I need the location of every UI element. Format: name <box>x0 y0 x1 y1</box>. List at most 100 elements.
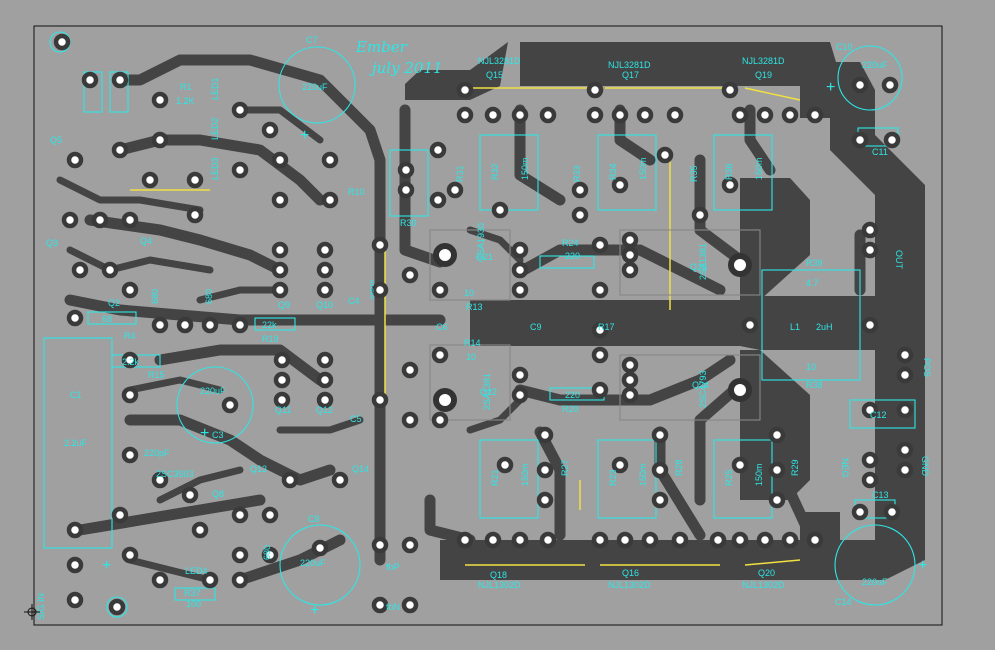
label-q24: Q24 <box>692 380 709 390</box>
pad <box>181 486 199 504</box>
label-r39: R39 <box>806 258 823 268</box>
pad <box>261 121 279 139</box>
pad <box>851 131 869 149</box>
pad <box>896 461 914 479</box>
pad <box>636 106 654 124</box>
label-r12-val: 680 <box>262 545 272 560</box>
pad <box>273 391 291 409</box>
pad <box>397 161 415 179</box>
pad <box>666 106 684 124</box>
label-c7: C7 <box>306 35 318 45</box>
label-r38-val: 10 <box>806 362 816 372</box>
polarity-plus-c8: + <box>310 602 319 619</box>
pad <box>768 426 786 444</box>
label-c5: C5 <box>350 414 362 424</box>
label-q16-part: NJL1302D <box>608 580 651 590</box>
label-fbn: fbN <box>386 602 400 612</box>
capacitor-c3-outline <box>176 366 254 444</box>
label-q16: Q16 <box>622 568 639 578</box>
pad <box>121 546 139 564</box>
pad <box>231 506 249 524</box>
pad <box>851 503 869 521</box>
label-r21: R21 <box>490 469 500 486</box>
label-c13: C13 <box>872 490 889 500</box>
pad <box>591 236 609 254</box>
label-r14-val: 10 <box>466 352 476 362</box>
pad <box>186 171 204 189</box>
component-pads <box>53 33 914 616</box>
pad <box>806 531 824 549</box>
pad <box>881 76 899 94</box>
pad <box>321 151 339 169</box>
pad <box>539 106 557 124</box>
label-q3: Q3 <box>46 238 58 248</box>
pad <box>861 221 879 239</box>
pad <box>896 441 914 459</box>
label-r13-val: 10 <box>464 288 474 298</box>
label-q24-part: 2SC4793 <box>698 370 708 408</box>
pad <box>66 521 84 539</box>
capacitor-c1-outline <box>43 337 113 549</box>
pad <box>271 261 289 279</box>
label-jumper: JUMPER <box>370 279 376 300</box>
pad <box>621 371 639 389</box>
pad <box>121 211 139 229</box>
label-r34: R34 <box>608 163 618 180</box>
pad <box>271 281 289 299</box>
pad <box>371 391 389 409</box>
label-r24-val: 220 <box>565 251 580 261</box>
label-q18: Q18 <box>490 570 507 580</box>
label-q20: Q20 <box>758 568 775 578</box>
label-r21-val: 150m <box>520 463 530 486</box>
label-r4: R4 <box>124 331 136 341</box>
pad <box>511 281 529 299</box>
pad <box>316 281 334 299</box>
label-q17-part: NJL3281D <box>608 60 651 70</box>
label-r1-val: 1.2K <box>176 96 195 106</box>
pad <box>511 531 529 549</box>
pad <box>591 281 609 299</box>
label-neg: NEG <box>840 458 850 478</box>
pad <box>271 191 289 209</box>
label-q19-part: NJL3281D <box>742 56 785 66</box>
label-c4: C4 <box>348 296 360 306</box>
board-outline <box>33 25 943 626</box>
label-q14: Q14 <box>352 464 369 474</box>
label-c3-val: 220uF <box>200 386 226 396</box>
label-r38: R38 <box>806 380 823 390</box>
board-signature-2: july 2011 <box>369 59 443 77</box>
pad <box>371 596 389 614</box>
label-r37: R37 <box>184 588 201 598</box>
pad <box>201 571 219 589</box>
pad <box>66 309 84 327</box>
pad <box>768 461 786 479</box>
pad <box>861 316 879 334</box>
pad <box>281 471 299 489</box>
pad <box>401 266 419 284</box>
pad <box>429 191 447 209</box>
pad <box>651 461 669 479</box>
label-sig-in: SIG IN <box>36 593 46 620</box>
label-r19: R19 <box>262 334 279 344</box>
pad <box>151 571 169 589</box>
pad <box>101 261 119 279</box>
label-q15-part: NJL3281D <box>478 56 521 66</box>
pad <box>261 546 279 564</box>
pad <box>316 371 334 389</box>
mounting-pad <box>433 243 457 267</box>
pad <box>186 206 204 224</box>
pad <box>371 536 389 554</box>
pad <box>81 71 99 89</box>
pad <box>511 366 529 384</box>
pad <box>121 281 139 299</box>
label-c7-val: 220uF <box>302 82 328 92</box>
label-q23-part: 2SA1381 <box>698 243 708 280</box>
pad <box>756 531 774 549</box>
label-r23: R23 <box>608 469 618 486</box>
pad <box>316 351 334 369</box>
pad <box>401 411 419 429</box>
board-signature-1: Ember <box>355 38 408 56</box>
label-c1-val: 2.2uF <box>64 438 88 448</box>
label-c1: C1 <box>70 390 82 400</box>
pad <box>231 546 249 564</box>
